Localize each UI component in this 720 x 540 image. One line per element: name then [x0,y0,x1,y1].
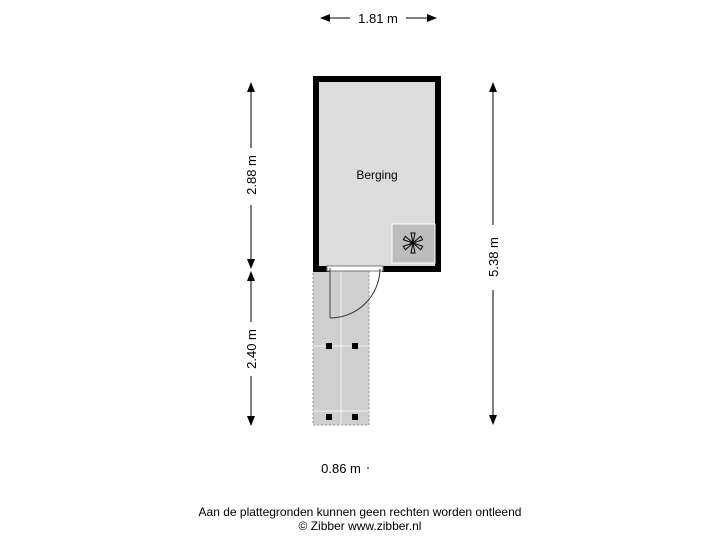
room-berging: Berging [313,76,441,319]
dimension-right-total-label: 5.38 m [486,237,501,277]
equipment-unit [391,223,436,264]
post-marker [352,414,358,420]
disclaimer-text: Aan de plattegronden kunnen geen rechten… [198,505,522,519]
dimension-right-total: 5.38 m [486,82,501,425]
room-label: Berging [356,168,397,182]
post-marker [352,343,358,349]
dimension-top-width: 1.81 m [320,11,437,26]
dimension-left-lower: 2.40 m [244,271,259,426]
dimension-top-width-label: 1.81 m [358,11,398,26]
dimension-left-lower-label: 2.40 m [244,329,259,369]
terrace-area [312,270,370,426]
dimension-bottom-width-label: 0.86 m [321,461,361,476]
door-swing-icon [329,268,381,319]
fan-icon [402,232,424,254]
post-marker [326,343,332,349]
copyright-link[interactable]: © Zibber www.zibber.nl [298,519,422,533]
door [326,265,384,319]
dimension-left-upper-label: 2.88 m [244,155,259,195]
post-marker [326,414,332,420]
dimension-left-upper: 2.88 m [244,82,259,269]
dimension-bottom-width: 0.86 m [321,461,369,476]
